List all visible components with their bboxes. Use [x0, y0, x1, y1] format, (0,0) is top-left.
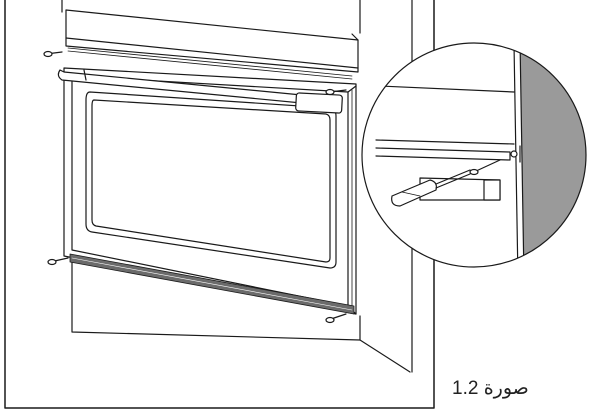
- door-window: [86, 92, 336, 268]
- door-handle: [58, 70, 342, 113]
- detail-magnifier: [362, 40, 595, 280]
- figure-caption: صورة 1.2: [452, 378, 529, 399]
- screw-icon: [48, 258, 68, 265]
- screw-icon: [470, 151, 517, 175]
- oven-control-panel: [66, 10, 358, 79]
- screw-icon: [44, 52, 62, 57]
- screw-icon: [326, 314, 346, 323]
- screwdriver-icon: [392, 170, 470, 206]
- bottom-trim: [70, 254, 354, 314]
- screw-icon: [326, 90, 346, 95]
